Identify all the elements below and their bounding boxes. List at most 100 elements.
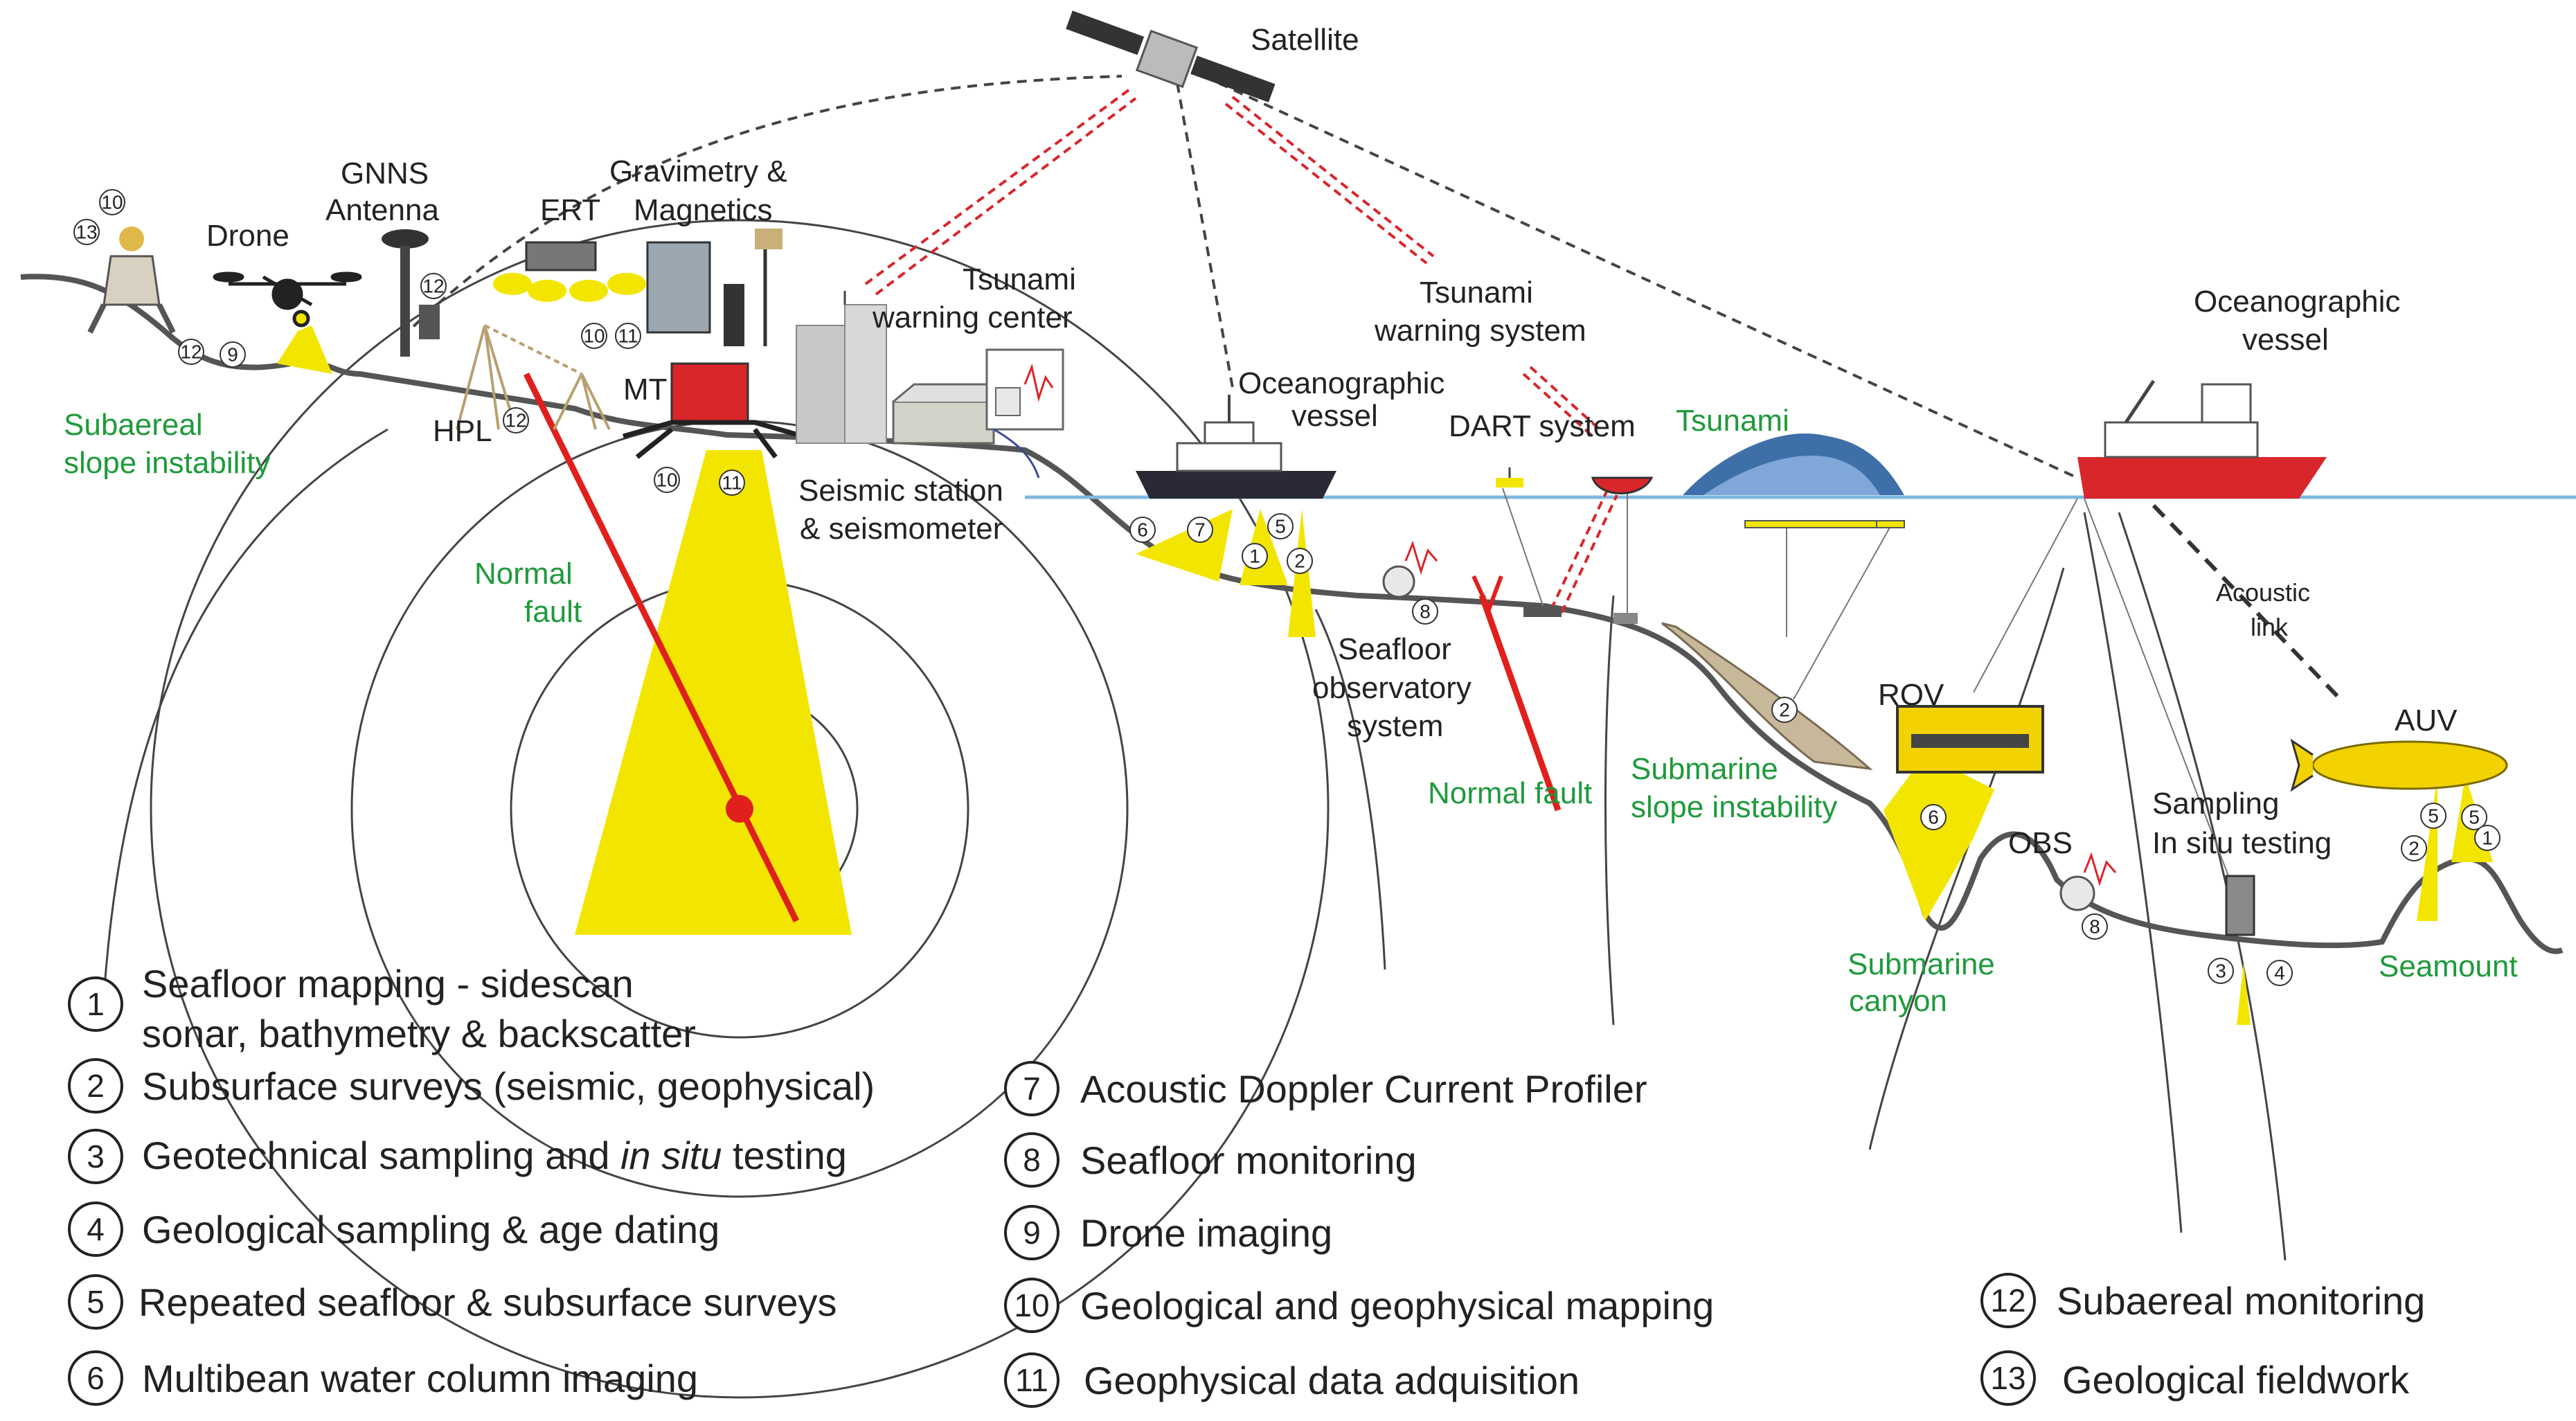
label-submarine-instability-2: slope instability [1631, 790, 1837, 824]
legend-item-12: 12 Subaereal monitoring [1980, 1273, 2425, 1328]
svg-text:4: 4 [2274, 963, 2285, 984]
legend-text-13: Geological fieldwork [2062, 1358, 2410, 1402]
seismic-station-icon [892, 348, 1064, 479]
svg-text:6: 6 [1137, 519, 1148, 541]
terrain-profile [20, 274, 2564, 954]
legend-item-5: 5 Repeated seafloor & subsurface surveys [68, 1274, 837, 1330]
svg-text:8: 8 [2089, 916, 2100, 938]
dart-system-icon [1496, 467, 1654, 624]
label-normal-fault-1b: fault [524, 595, 582, 629]
seafloor-observatory-icon [1382, 540, 1438, 598]
mt-beam [575, 450, 852, 935]
label-gnss-2: Antenna [325, 193, 439, 227]
legend-item-3: 3 Geotechnical sampling and in situ test… [68, 1129, 847, 1184]
rov-icon [1896, 705, 2044, 774]
hypocenter [726, 795, 753, 823]
svg-text:11: 11 [1015, 1362, 1048, 1398]
legend-item-7: 7 Acoustic Doppler Current Profiler [1004, 1061, 1647, 1116]
svg-text:2: 2 [1779, 699, 1790, 721]
svg-text:5: 5 [1275, 516, 1286, 537]
svg-text:6: 6 [87, 1360, 105, 1396]
label-seafloor-obs-3: system [1347, 709, 1443, 743]
ert-equipment-icon [493, 241, 646, 302]
legend-item-9: 9 Drone imaging [1004, 1205, 1332, 1260]
label-tsunami-system-2: warning system [1374, 314, 1586, 348]
svg-text:13: 13 [1990, 1360, 2025, 1396]
label-submarine-instability-1: Submarine [1631, 752, 1778, 786]
legend-text-9: Drone imaging [1080, 1211, 1332, 1255]
label-obs: OBS [2008, 826, 2073, 860]
legend-text-8: Seafloor monitoring [1080, 1138, 1417, 1182]
label-satellite: Satellite [1251, 23, 1359, 57]
label-tsunami-center-2: warning center [872, 301, 1073, 334]
survey-beams [277, 325, 2493, 1025]
rov-beam [1884, 755, 1994, 921]
svg-text:2: 2 [1294, 551, 1305, 572]
streamer-2 [1876, 520, 1905, 528]
svg-text:11: 11 [722, 472, 742, 494]
svg-text:12: 12 [505, 410, 526, 431]
gravimeter-icon [646, 229, 782, 346]
svg-text:11: 11 [618, 325, 638, 347]
legend-text-5: Repeated seafloor & subsurface surveys [138, 1280, 837, 1324]
label-ert: ERT [540, 193, 600, 227]
label-drone: Drone [206, 219, 289, 253]
label-acoustic-1: Acoustic [2216, 578, 2310, 607]
label-gravimetry-1: Gravimetry & [609, 154, 787, 188]
legend-text-12: Subaereal monitoring [2057, 1279, 2425, 1323]
drone-beam [277, 325, 332, 374]
legend-item-11: 11 Geophysical data adquisition [1004, 1352, 1580, 1408]
label-vessel2-2: vessel [2242, 323, 2329, 357]
warning-center-building-icon [796, 291, 887, 444]
label-vessel1-1: Oceanographic [1238, 366, 1444, 400]
legend-item-6: 6 Multibean water column imaging [68, 1350, 698, 1406]
legend-text-1b: sonar, bathymetry & backscatter [142, 1012, 696, 1055]
label-seismic-station-2: & seismometer [800, 512, 1003, 546]
svg-text:5: 5 [87, 1284, 105, 1320]
satellite-icon [1066, 10, 1276, 102]
label-gnss-1: GNNS [341, 157, 429, 190]
communication-links [400, 75, 2343, 880]
label-subaereal-2: slope instability [64, 446, 270, 480]
label-seismic-station-1: Seismic station [798, 474, 1003, 508]
svg-text:10: 10 [656, 470, 677, 491]
normal-fault-line-2 [1478, 594, 1562, 812]
label-sampling-1: Sampling [2152, 787, 2279, 821]
drone-icon [213, 271, 362, 328]
svg-text:10: 10 [583, 325, 605, 347]
label-normal-fault-2: Normal fault [1428, 776, 1592, 810]
svg-text:12: 12 [422, 276, 444, 297]
label-seamount: Seamount [2379, 949, 2518, 983]
legend-text-3: Geotechnical sampling and in situ testin… [142, 1134, 847, 1177]
label-gravimetry-2: Magnetics [634, 193, 773, 227]
diagram-labels: Satellite GNNS Antenna Drone ERT Gravime… [206, 23, 2458, 860]
label-seafloor-obs-1: Seafloor [1338, 632, 1451, 666]
submarine-slope-deposit [1661, 622, 1873, 771]
fault-arrow-2 [1472, 575, 1503, 615]
svg-text:7: 7 [1195, 519, 1206, 541]
normal-fault-line-1 [523, 373, 800, 922]
svg-text:1: 1 [2482, 828, 2493, 849]
label-tsunami-center-1: Tsunami [963, 262, 1076, 296]
tsunami-wave-icon [1683, 434, 1904, 495]
geohazard-labels: Subaereal slope instability Normal fault… [64, 404, 2518, 1018]
geologist-icon [87, 226, 176, 334]
svg-text:6: 6 [1928, 807, 1939, 828]
svg-text:4: 4 [87, 1211, 105, 1247]
legend-item-1: 1 Seafloor mapping - sidescan sonar, bat… [68, 962, 696, 1055]
label-acoustic-2: link [2251, 613, 2289, 641]
gnss-antenna-icon [382, 229, 440, 357]
label-mt: MT [623, 373, 668, 406]
label-sampling-2: In situ testing [2152, 826, 2332, 860]
svg-text:2: 2 [2408, 838, 2420, 859]
legend: 1 Seafloor mapping - sidescan sonar, bat… [68, 962, 2425, 1408]
label-subaereal-1: Subaereal [64, 408, 203, 442]
svg-text:9: 9 [1023, 1215, 1041, 1251]
legend-text-7: Acoustic Doppler Current Profiler [1080, 1067, 1647, 1111]
legend-text-2: Subsurface surveys (seismic, geophysical… [142, 1064, 875, 1108]
label-dart: DART system [1449, 409, 1636, 443]
svg-text:12: 12 [180, 341, 202, 363]
obs-icon [2059, 852, 2117, 911]
svg-text:5: 5 [2428, 805, 2439, 827]
